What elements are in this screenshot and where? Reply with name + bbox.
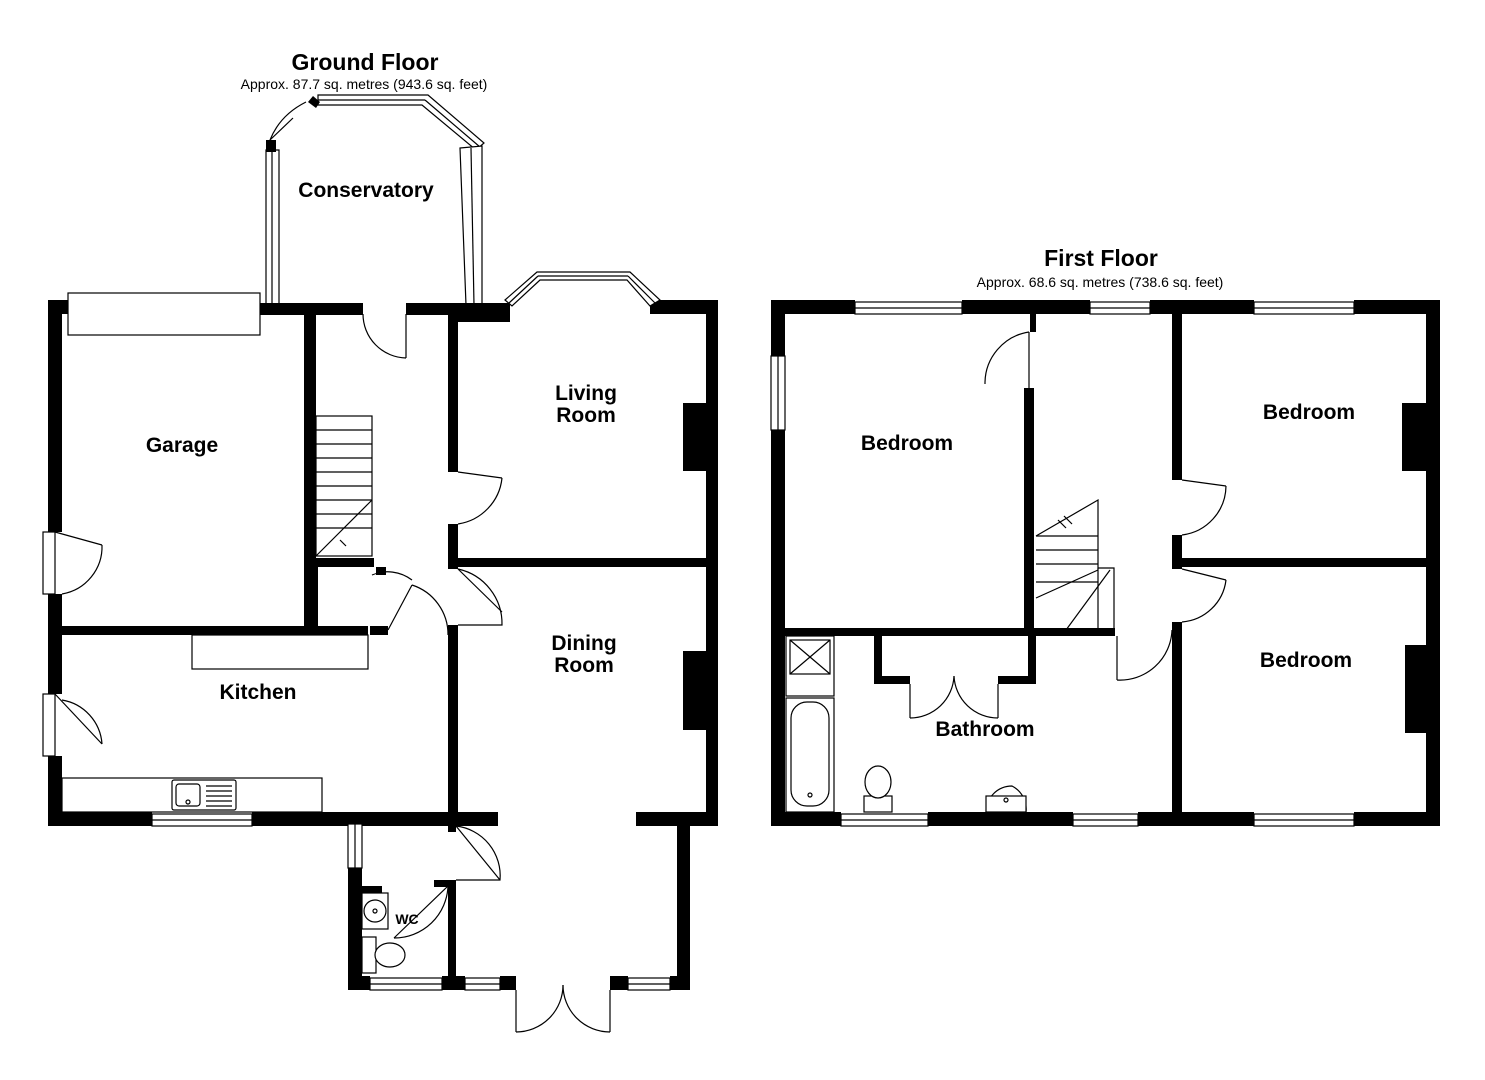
dining-room-label-line1: Dining bbox=[551, 632, 616, 655]
first-floor-stairs bbox=[1035, 498, 1115, 631]
first-floor-doors bbox=[909, 331, 1227, 719]
kitchen-label: Kitchen bbox=[219, 681, 296, 704]
ground-floor-area: Approx. 87.7 sq. metres (943.6 sq. feet) bbox=[241, 76, 488, 92]
wc-fittings bbox=[361, 892, 406, 974]
first-floor-area: Approx. 68.6 sq. metres (738.6 sq. feet) bbox=[977, 274, 1224, 290]
living-room-label-line2: Room bbox=[556, 404, 616, 427]
ground-floor-stairs bbox=[315, 415, 373, 557]
bedroom-left-label: Bedroom bbox=[861, 432, 953, 455]
bathroom-fittings bbox=[785, 635, 1027, 813]
first-floor-title: First Floor bbox=[1044, 245, 1158, 271]
living-room-label-line1: Living bbox=[555, 382, 617, 405]
conservatory-label: Conservatory bbox=[298, 179, 434, 202]
bedroom-bottom-right-label: Bedroom bbox=[1260, 649, 1352, 672]
wc-label: WC bbox=[395, 911, 418, 927]
garage-label: Garage bbox=[146, 434, 218, 457]
ground-floor-internal-walls bbox=[48, 312, 708, 815]
ground-floor-windows bbox=[67, 271, 671, 991]
ground-floor-doors bbox=[42, 313, 611, 1033]
kitchen-fittings bbox=[61, 634, 369, 813]
first-floor-plan: First Floor Approx. 68.6 sq. metres (738… bbox=[770, 245, 1440, 827]
first-floor-windows bbox=[770, 301, 1355, 827]
conservatory-frame bbox=[265, 94, 485, 306]
bedroom-top-right-label: Bedroom bbox=[1263, 401, 1355, 424]
ground-floor-plan: Ground Floor Approx. 87.7 sq. metres (94… bbox=[42, 49, 718, 1033]
dining-room-label-line2: Room bbox=[554, 654, 614, 677]
ground-floor-walls bbox=[48, 300, 718, 990]
first-floor-walls bbox=[771, 300, 1440, 826]
bathroom-label: Bathroom bbox=[935, 718, 1034, 741]
first-floor-internal-walls bbox=[785, 312, 1428, 822]
ground-floor-title: Ground Floor bbox=[292, 49, 439, 75]
